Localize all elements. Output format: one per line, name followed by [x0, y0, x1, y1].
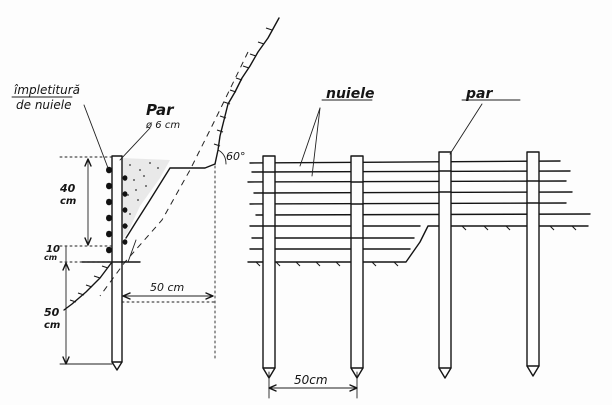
height-40-unit: cm — [60, 196, 76, 207]
nuiele-leader-1 — [299, 107, 321, 167]
wattle-rods-front — [262, 170, 540, 239]
nuiele-leader-2 — [311, 107, 321, 177]
slope-hatching — [213, 27, 273, 147]
fill-toe — [127, 239, 137, 263]
stake-2 — [350, 155, 364, 369]
stake-point — [111, 361, 123, 371]
par-label: par — [465, 86, 493, 102]
dim-spacing-left-arrow-r — [205, 292, 214, 300]
soil-fill — [122, 158, 170, 240]
stake-3 — [438, 151, 452, 369]
dim-50-arrow-top — [62, 262, 70, 271]
stake-leader — [119, 127, 151, 161]
dim-spacing-left-arrow-l — [122, 292, 131, 300]
stake-section — [111, 155, 123, 363]
elevation-view — [247, 99, 591, 399]
depth-50-label: 50 — [44, 306, 60, 319]
par-leader — [449, 103, 483, 155]
wattle-rods-section — [106, 166, 128, 254]
stakes-elevation — [262, 151, 540, 379]
stake-4-point — [526, 365, 540, 377]
angle-label: 60° — [226, 150, 246, 163]
cross-section — [11, 17, 280, 371]
lower-slope-hatching — [69, 265, 109, 303]
stake-label: Par — [146, 101, 175, 119]
stake-3-point — [438, 367, 452, 379]
height-40-label: 40 — [59, 182, 76, 195]
wattle-rods-elevation — [247, 160, 591, 250]
terrace-surface — [125, 163, 216, 239]
spacing-right-label: 50cm — [294, 373, 328, 387]
spacing-left-label: 50 cm — [150, 281, 184, 294]
labels: împletitură de nuiele Par ø 6 cm 60° 40 … — [14, 83, 493, 387]
lower-slope — [63, 261, 113, 311]
stake-4 — [526, 151, 540, 367]
dim-40-arrow-bottom — [84, 237, 92, 246]
height-10-label: 10 — [46, 244, 60, 255]
depth-50-unit: cm — [44, 320, 60, 331]
stake-1 — [262, 155, 276, 369]
wattle-of-label: de nuiele — [16, 98, 71, 112]
dim-40-arrow-top — [84, 158, 92, 167]
nuiele-label: nuiele — [326, 86, 375, 102]
slope-line-upper — [214, 17, 280, 165]
height-10-unit: cm — [44, 253, 57, 262]
stake-diameter-label: ø 6 cm — [145, 120, 180, 131]
angle-arc — [217, 149, 227, 165]
wattle-leader — [83, 104, 109, 169]
wattle-label: împletitură — [14, 83, 80, 97]
